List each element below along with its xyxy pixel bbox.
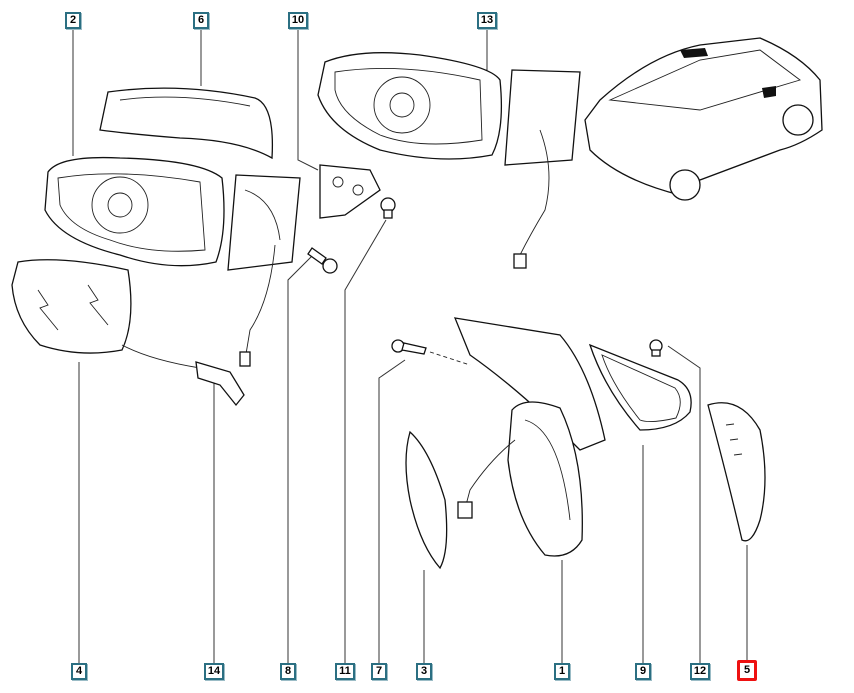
part-10-bracket [319,164,381,219]
label-14[interactable]: 14 [204,663,224,680]
label-6[interactable]: 6 [193,12,209,29]
label-1[interactable]: 1 [554,663,570,680]
label-2[interactable]: 2 [65,12,81,29]
label-4[interactable]: 4 [71,663,87,680]
part-2-mirror-housing [44,156,301,367]
part-5-cover [707,402,766,542]
part-4-mirror-glass [11,259,245,407]
leader-lines [72,30,748,663]
label-3[interactable]: 3 [416,663,432,680]
part-1-mirror-assembly [453,317,606,557]
part-3-glass [405,430,448,570]
label-5-highlighted[interactable]: 5 [737,660,757,681]
part-13-mirror-housing [317,52,581,269]
part-6-cover [99,87,274,160]
car-illustration [584,37,823,201]
label-7[interactable]: 7 [371,663,387,680]
label-12[interactable]: 12 [690,663,710,680]
label-10[interactable]: 10 [288,12,308,29]
part-11-clip [380,197,396,219]
part-8-screw [307,247,338,274]
part-7-screw [391,339,471,366]
label-11[interactable]: 11 [335,663,355,680]
part-9-trim [588,343,692,431]
part-12-clip [649,339,663,357]
label-8[interactable]: 8 [280,663,296,680]
label-13[interactable]: 13 [477,12,497,29]
label-9[interactable]: 9 [635,663,651,680]
